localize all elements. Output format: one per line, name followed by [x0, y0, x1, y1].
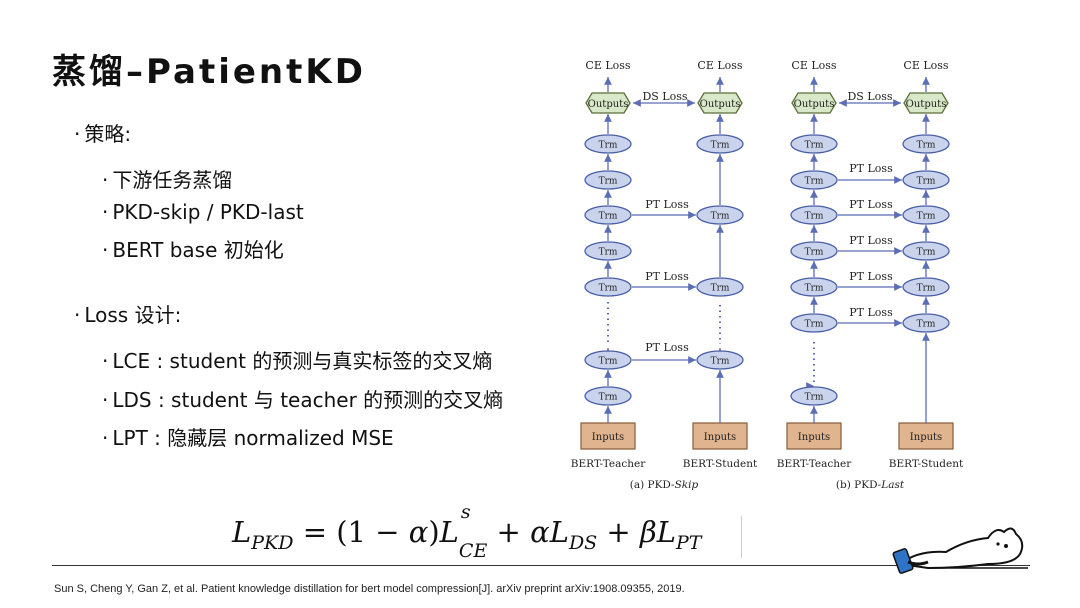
trm-node — [902, 134, 950, 154]
trm-node — [790, 313, 838, 333]
outputs-label: Outputs — [906, 99, 947, 110]
caption-a: (a) PKD-Skip — [630, 479, 699, 491]
inputs-node — [580, 422, 636, 450]
pt-loss-label: PT Loss — [849, 198, 893, 211]
trm-node — [790, 134, 838, 154]
trm-node — [902, 241, 950, 261]
trm-node — [584, 241, 632, 261]
pkd-diagram: CE LossOutputsInputsTrmTrmTrmTrmTrmTrmTr… — [571, 59, 964, 491]
trm-node — [790, 170, 838, 190]
pt-loss-label: PT Loss — [645, 341, 689, 354]
pt-loss-label: PT Loss — [849, 234, 893, 247]
loss-item: ·LPT : 隐藏层 normalized MSE — [102, 426, 394, 450]
outputs-label: Outputs — [700, 99, 741, 110]
trm-label: Trm — [599, 357, 618, 367]
inputs-label: Inputs — [704, 432, 736, 443]
outputs-node — [585, 92, 631, 114]
trm-node — [696, 134, 744, 154]
footer-divider — [52, 565, 1030, 566]
trm-label: Trm — [917, 212, 936, 222]
trm-node — [790, 277, 838, 297]
trm-label: Trm — [711, 141, 730, 151]
ce-loss-label: CE Loss — [903, 59, 949, 72]
pt-loss-label: PT Loss — [645, 270, 689, 283]
strategy-heading: ·策略: — [74, 122, 132, 146]
inputs-node — [786, 422, 842, 450]
inputs-label: Inputs — [798, 432, 830, 443]
ce-loss-label: CE Loss — [697, 59, 743, 72]
outputs-label: Outputs — [794, 99, 835, 110]
outputs-node — [697, 92, 743, 114]
trm-label: Trm — [917, 284, 936, 294]
trm-node — [584, 205, 632, 225]
trm-node — [902, 205, 950, 225]
trm-node — [584, 350, 632, 370]
ds-loss-label: DS Loss — [642, 90, 687, 103]
outputs-label: Outputs — [588, 99, 629, 110]
strategy-item: ·PKD-skip / PKD-last — [102, 200, 304, 224]
trm-node — [790, 241, 838, 261]
student-label: BERT-Student — [683, 458, 758, 470]
inputs-label: Inputs — [592, 432, 624, 443]
trm-label: Trm — [599, 177, 618, 187]
trm-label: Trm — [805, 212, 824, 222]
caption-b: (b) PKD-Last — [836, 479, 905, 491]
ce-loss-label: CE Loss — [791, 59, 837, 72]
trm-label: Trm — [805, 393, 824, 403]
loss-heading: ·Loss 设计: — [74, 303, 182, 327]
trm-label: Trm — [599, 212, 618, 222]
trm-label: Trm — [599, 393, 618, 403]
trm-node — [584, 170, 632, 190]
trm-node — [696, 205, 744, 225]
trm-label: Trm — [917, 320, 936, 330]
outputs-node — [791, 92, 837, 114]
trm-node — [902, 170, 950, 190]
trm-label: Trm — [805, 248, 824, 258]
trm-label: Trm — [599, 141, 618, 151]
inputs-label: Inputs — [910, 432, 942, 443]
loss-item: ·LDS : student 与 teacher 的预测的交叉熵 — [102, 388, 504, 412]
ce-loss-label: CE Loss — [585, 59, 631, 72]
trm-node — [902, 313, 950, 333]
formula-divider — [741, 516, 742, 558]
trm-label: Trm — [711, 212, 730, 222]
trm-label: Trm — [711, 284, 730, 294]
pt-loss-label: PT Loss — [645, 198, 689, 211]
trm-label: Trm — [805, 320, 824, 330]
strategy-item: ·下游任务蒸馏 — [102, 168, 233, 192]
trm-node — [902, 277, 950, 297]
pt-loss-label: PT Loss — [849, 162, 893, 175]
ds-loss-label: DS Loss — [847, 90, 892, 103]
pt-loss-label: PT Loss — [849, 270, 893, 283]
trm-label: Trm — [599, 248, 618, 258]
reading-mascot-icon — [892, 527, 1028, 574]
trm-label: Trm — [805, 141, 824, 151]
trm-label: Trm — [917, 177, 936, 187]
student-label: BERT-Student — [889, 458, 964, 470]
trm-node — [584, 134, 632, 154]
slide-title: 蒸馏–PatientKD — [52, 52, 366, 92]
trm-label: Trm — [917, 248, 936, 258]
trm-label: Trm — [805, 284, 824, 294]
trm-node — [790, 386, 838, 406]
trm-label: Trm — [711, 357, 730, 367]
citation: Sun S, Cheng Y, Gan Z, et al. Patient kn… — [54, 583, 685, 595]
trm-node — [696, 277, 744, 297]
trm-node — [584, 277, 632, 297]
teacher-label: BERT-Teacher — [777, 458, 852, 470]
teacher-label: BERT-Teacher — [571, 458, 646, 470]
strategy-item: ·BERT base 初始化 — [102, 238, 284, 262]
pt-loss-label: PT Loss — [849, 306, 893, 319]
loss-item: ·LCE : student 的预测与真实标签的交叉熵 — [102, 349, 493, 373]
outputs-node — [903, 92, 949, 114]
trm-node — [790, 205, 838, 225]
trm-node — [584, 386, 632, 406]
trm-label: Trm — [599, 284, 618, 294]
trm-label: Trm — [805, 177, 824, 187]
trm-label: Trm — [917, 141, 936, 151]
trm-node — [696, 350, 744, 370]
